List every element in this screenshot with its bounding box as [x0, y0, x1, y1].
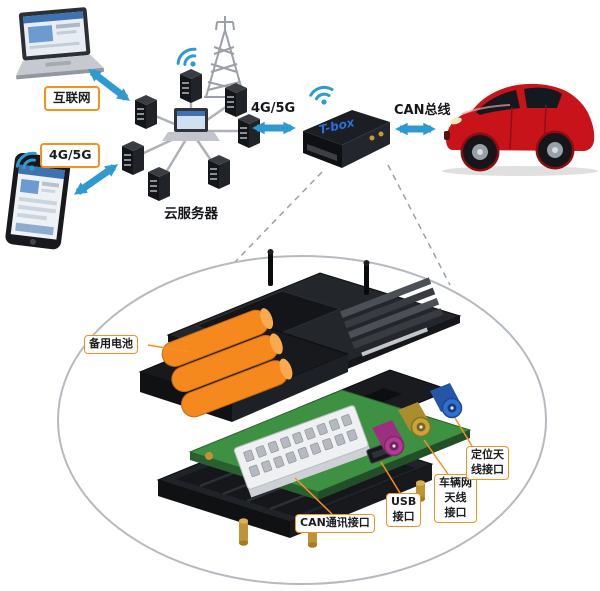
- callout-lines: [147, 344, 473, 515]
- fakra-connector-yellow: [398, 402, 432, 438]
- phone-link-label-text: 4G/5G: [49, 147, 92, 162]
- fakra-connector-magenta: [372, 420, 405, 457]
- callout-usb-interface: USB 接口: [386, 493, 422, 527]
- callout-line-vehicle-antenna: [423, 439, 449, 475]
- callout-text: USB: [391, 495, 417, 508]
- callout-text: 车辆网: [439, 476, 472, 489]
- callout-text: 天线: [444, 490, 467, 504]
- magnifier-dashed-line-right: [387, 164, 451, 286]
- tbox-device: T-box: [303, 110, 390, 168]
- server-node: [148, 167, 170, 201]
- magnifier-dashed-line-left: [234, 171, 323, 263]
- callout-text: 备用电池: [89, 337, 133, 350]
- callout-text: 接口: [444, 505, 467, 519]
- callout-vehicle-network-antenna: 车辆网 天线 接口: [434, 474, 477, 523]
- server-node: [180, 69, 202, 103]
- smartphone: [5, 152, 71, 250]
- server-node: [135, 95, 157, 129]
- screw-post: [416, 483, 425, 499]
- network-arrows: [73, 69, 436, 195]
- callout-text: 接口: [392, 509, 415, 523]
- can-connector: [233, 405, 372, 498]
- callout-line-backup-battery: [147, 344, 191, 353]
- callout-line-usb-interface: [380, 461, 401, 494]
- fakra-connector-blue: [430, 383, 463, 419]
- phone-link-label: 4G/5G: [40, 143, 101, 168]
- can-bus-label: CAN总线: [394, 103, 451, 118]
- server-node: [238, 114, 260, 148]
- server-cluster: [122, 69, 260, 201]
- callout-text: 定位天: [471, 448, 504, 461]
- wifi-icon: [308, 83, 337, 109]
- screw-post: [308, 527, 317, 545]
- callout-line-can-interface: [294, 477, 333, 515]
- callout-backup-battery: 备用电池: [84, 335, 138, 354]
- server-node: [225, 83, 247, 117]
- server-tbox-link-label: 4G/5G: [251, 101, 296, 116]
- callout-text: CAN通讯接口: [300, 516, 370, 529]
- internet-label-text: 互联网: [53, 90, 91, 105]
- callout-positioning-antenna: 定位天 线接口: [466, 446, 509, 480]
- standoff-pin: [364, 263, 369, 295]
- screw-post: [239, 521, 248, 543]
- server-node: [122, 141, 144, 175]
- internet-label: 互联网: [44, 86, 100, 111]
- cell-tower-icon: [204, 16, 246, 98]
- pin-header-area: [340, 277, 444, 357]
- laptop: [16, 7, 105, 80]
- screw: [205, 452, 213, 460]
- cloud-server-label: 云服务器: [164, 206, 218, 222]
- callout-line-positioning-antenna: [454, 417, 473, 447]
- arrow-phone-server: [73, 164, 119, 195]
- hub-laptop: [162, 108, 220, 141]
- arrow-internet-server: [88, 69, 130, 101]
- standoff-pin: [268, 252, 273, 286]
- callout-text: 线接口: [471, 462, 504, 476]
- car: [442, 83, 598, 176]
- callout-can-interface: CAN通讯接口: [295, 514, 375, 533]
- wifi-icon: [173, 44, 205, 75]
- server-node: [208, 155, 230, 189]
